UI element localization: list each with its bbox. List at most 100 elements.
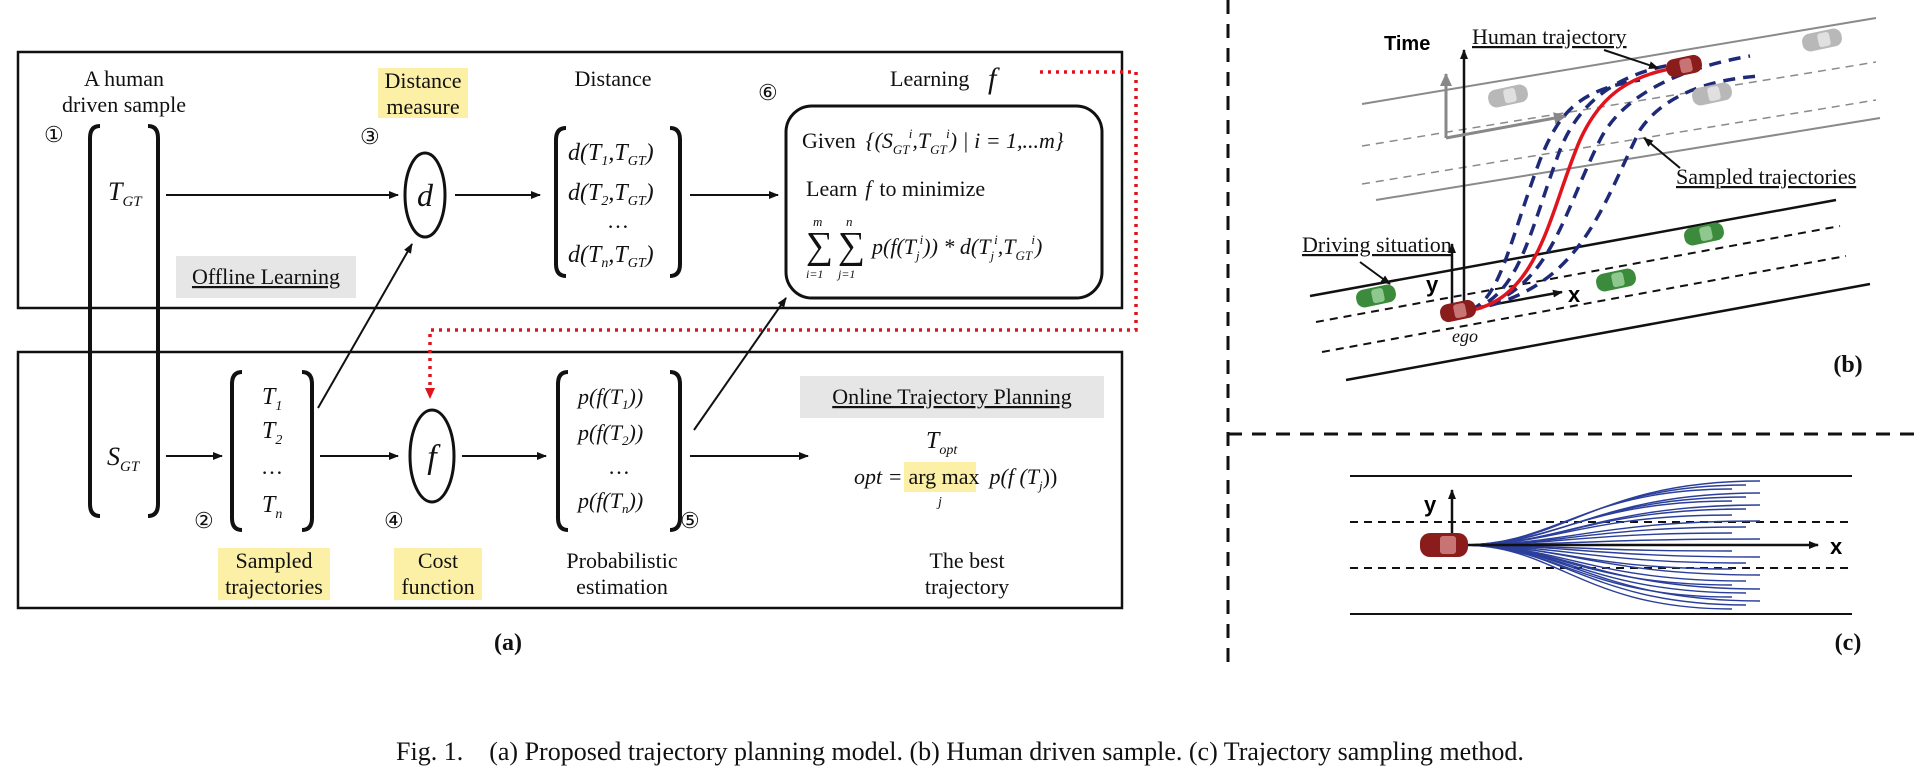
sampled-trajectory-fan	[1461, 480, 1761, 610]
distance-entry-n: d(Tn,TGT)	[568, 242, 654, 271]
distance-title: Distance	[575, 66, 652, 91]
best-label-line2: trajectory	[925, 574, 1009, 599]
human-trajectory-path	[1471, 64, 1691, 312]
svg-text:j=1: j=1	[836, 267, 855, 281]
cost-label-line1: Cost	[418, 548, 458, 573]
sampled-trajectories-label: Sampled trajectories	[1676, 164, 1856, 189]
marker-2: ②	[194, 508, 214, 533]
sampled-vector-right-bracket	[301, 370, 314, 532]
f-symbol: f	[427, 439, 441, 476]
ego-x-label: x	[1568, 282, 1581, 307]
human-sample-title-line1: A human	[84, 66, 164, 91]
probability-vector-right-bracket	[669, 370, 682, 532]
gray-car-3	[1802, 28, 1842, 52]
best-label-line1: The best	[929, 548, 1004, 573]
svg-text:∑: ∑	[838, 225, 865, 267]
probability-vector-left-bracket	[556, 370, 569, 532]
panel-c: x y (c)	[1350, 475, 1862, 656]
prob-label-line2: estimation	[576, 574, 668, 599]
green-car-1	[1356, 284, 1396, 308]
sampled-vector-left-bracket	[230, 370, 243, 532]
argmax-highlight	[904, 462, 976, 492]
panel-a-caption: (a)	[494, 630, 522, 656]
offline-learning-box	[16, 50, 1124, 310]
marker-6: ⑥	[758, 80, 778, 105]
human-sample-right-bracket	[147, 124, 160, 518]
driving-situation-pointer	[1359, 261, 1391, 285]
argmax-subscript: j	[936, 495, 942, 510]
prob-entry-n: p(f(Tn))	[576, 488, 643, 516]
online-planning-label: Online Trajectory Planning	[832, 384, 1072, 409]
sampled-entry-ellipsis: …	[261, 454, 283, 479]
learning-objective-box	[784, 104, 1104, 300]
ego-car-c	[1420, 533, 1468, 557]
prob-entry-1: p(f(T1))	[576, 384, 643, 412]
c-y-label: y	[1424, 492, 1437, 517]
svg-text:m: m	[813, 214, 822, 229]
gray-car-2	[1692, 82, 1732, 106]
ego-car	[1440, 299, 1476, 323]
human-sample-left-bracket	[88, 124, 101, 518]
t-gt-symbol: TGT	[108, 177, 143, 210]
given-line: Given{(SGTi,TGTi) | i = 1,...m}	[802, 126, 1064, 157]
distance-measure-node	[403, 151, 447, 239]
sampled-entry-2: T2	[262, 418, 282, 448]
svg-text:i=1: i=1	[806, 267, 823, 281]
sampled-entry-n: Tn	[262, 492, 282, 522]
t-opt-symbol: Topt	[926, 428, 958, 458]
offline-learning-label-bg	[176, 256, 356, 298]
panel-a: ① A human driven sample TGT SGT Distance…	[16, 50, 1138, 656]
distance-entry-1: d(T1,TGT)	[568, 140, 654, 169]
future-human-car	[1666, 54, 1702, 78]
feedback-learned-f-path	[425, 70, 1138, 399]
figure-caption: Fig. 1. (a) Proposed trajectory planning…	[396, 737, 1524, 766]
marker-4: ④	[384, 508, 404, 533]
learning-loss-formula: ∑ m i=1 ∑ n j=1 p(f(Tji)) * d(Tji,TGTi)	[806, 214, 1042, 281]
arrow-probability-to-learning	[693, 297, 787, 431]
cost-label-line2: function	[401, 574, 474, 599]
prob-entry-ellipsis: …	[608, 454, 630, 479]
distance-entry-2: d(T2,TGT)	[568, 180, 654, 209]
marker-5: ⑤	[680, 508, 700, 533]
prob-label-line1: Probabilistic	[566, 548, 677, 573]
d-symbol: d	[417, 177, 434, 213]
sampled-trajectory-curve	[1461, 544, 1733, 610]
sampled-trajectory-curve	[1461, 544, 1733, 598]
learning-label: Learning	[890, 66, 969, 91]
human-sample-title-line2: driven sample	[62, 92, 186, 117]
online-planning-box	[16, 350, 1124, 610]
distance-measure-highlight	[378, 68, 468, 118]
human-trajectory-label: Human trajectory	[1472, 24, 1627, 49]
distance-vector-left-bracket	[554, 126, 567, 278]
c-x-label: x	[1830, 534, 1843, 559]
panel-b: Time y x ego	[1302, 17, 1881, 382]
future-x-axis	[1445, 112, 1567, 140]
sampled-trajectory-curve	[1461, 514, 1733, 546]
green-car-3	[1684, 222, 1724, 246]
current-road	[1309, 198, 1871, 382]
arrow-sampled-to-d	[317, 243, 413, 409]
learning-f-symbol: f	[988, 62, 1000, 95]
marker-1: ①	[44, 122, 64, 147]
online-planning-label-bg	[800, 376, 1104, 418]
sampled-label-line2: trajectories	[225, 574, 323, 599]
green-car-2	[1596, 268, 1636, 292]
prob-entry-2: p(f(T2))	[576, 420, 643, 448]
panel-c-caption: (c)	[1835, 630, 1862, 656]
distance-measure-label-line2: measure	[386, 94, 459, 119]
s-gt-symbol: SGT	[107, 442, 141, 475]
distance-entry-ellipsis: …	[607, 208, 629, 233]
gray-car-1	[1488, 84, 1528, 108]
panel-b-caption: (b)	[1833, 352, 1862, 378]
cost-label-highlight	[394, 548, 482, 600]
marker-3: ③	[360, 124, 380, 149]
svg-text:p(f(Tji)) * d(Tji,TGTi): p(f(Tji)) * d(Tji,TGTi)	[870, 232, 1042, 263]
cost-function-node	[408, 408, 456, 504]
sampled-entry-1: T1	[262, 384, 282, 414]
sampled-trajectories-pointer	[1643, 137, 1681, 169]
driving-situation-label: Driving situation	[1302, 232, 1452, 257]
ego-label: ego	[1452, 326, 1478, 346]
